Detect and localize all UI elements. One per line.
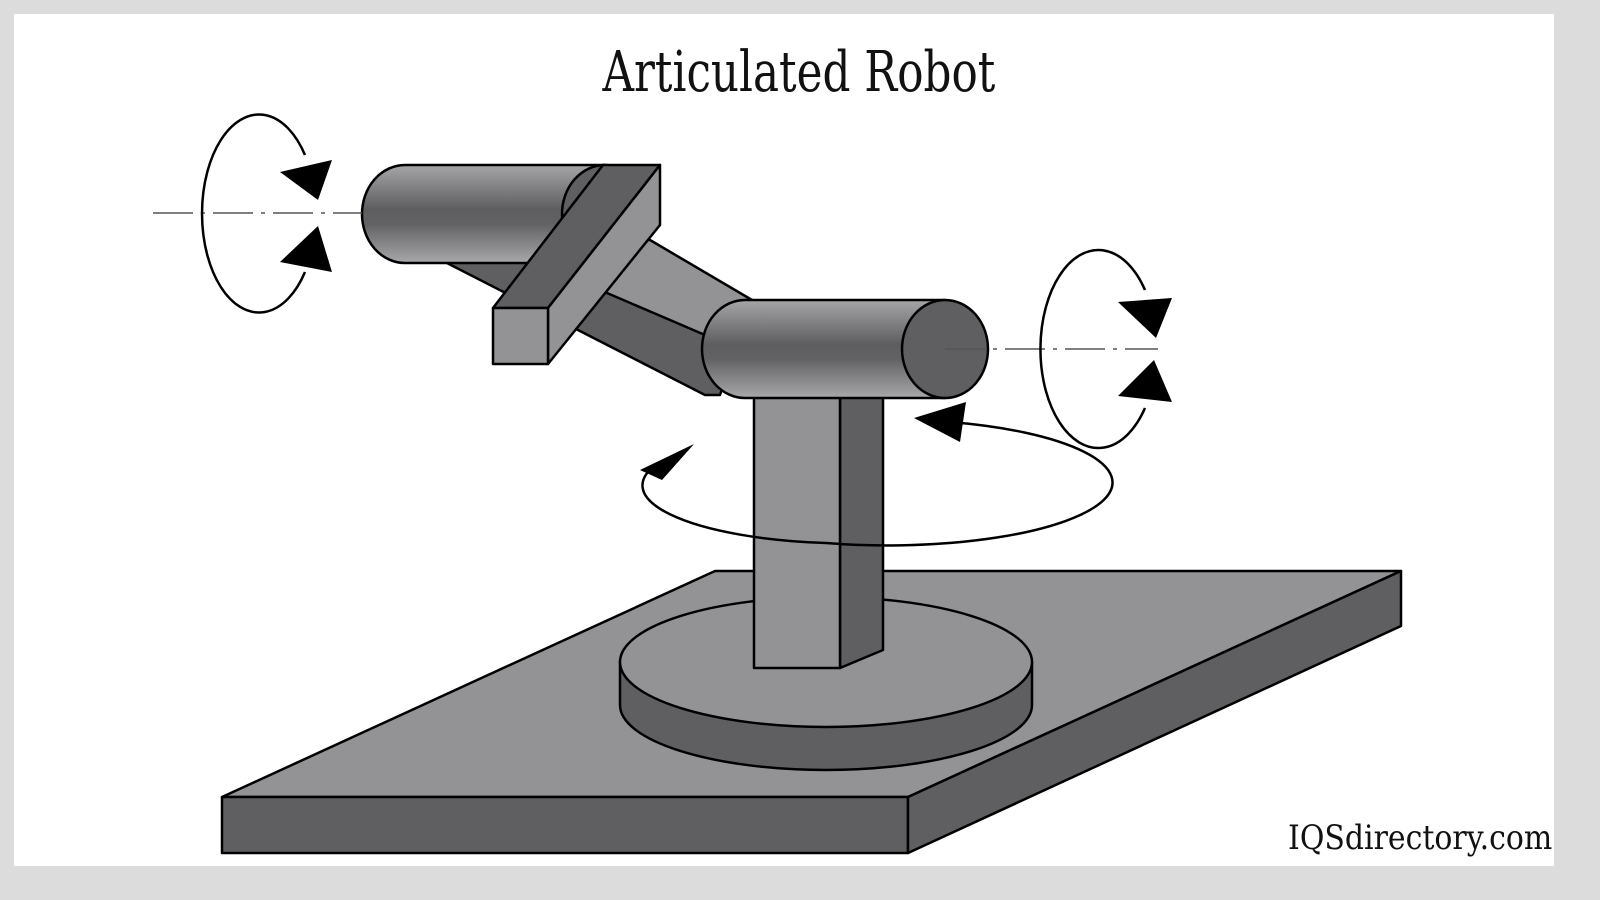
diagram-title: Articulated Robot [602,40,996,105]
arrowhead-icon [640,444,694,480]
end-effector-bar [491,163,662,366]
arrowhead-icon [280,160,332,200]
elbow-rotation-arrow [1039,248,1147,450]
vertical-column [752,388,885,670]
brand-watermark: IQSdirectory.com [1287,818,1552,858]
arrowhead-icon [914,402,966,442]
arrowhead-icon [280,226,332,272]
arrowheads [280,160,1172,480]
arrowhead-icon [1118,298,1172,338]
wrist-rotation-arrow [200,113,307,314]
base-rotation-arrow [641,420,1114,547]
elbow-cylinder [700,298,990,400]
arrowhead-icon [1118,360,1172,402]
